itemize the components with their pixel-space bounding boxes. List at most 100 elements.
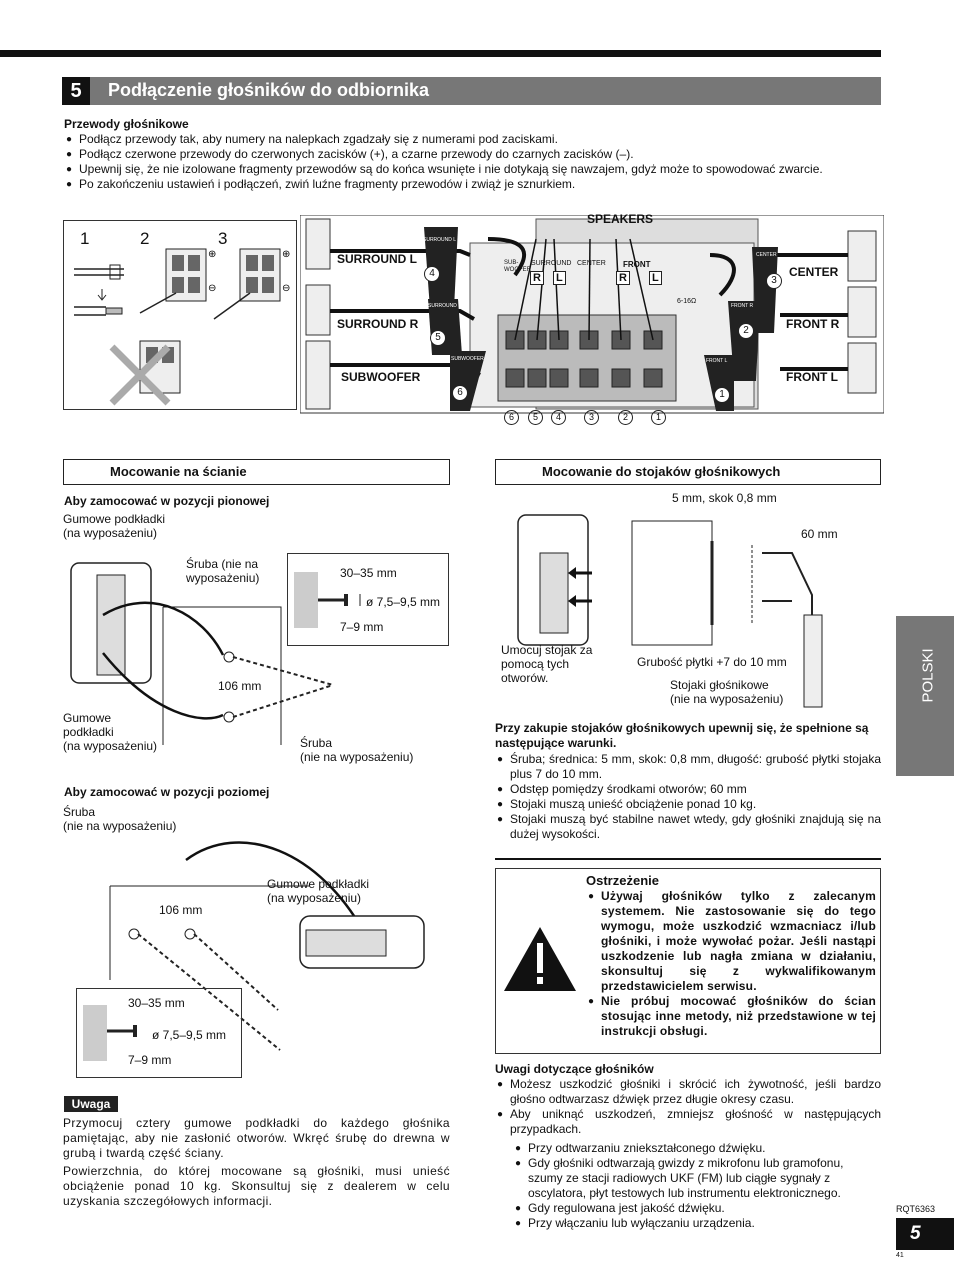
fix-holes-label: Umocuj stojak za pomocą tych otworów. <box>501 643 593 685</box>
svg-text:⊕: ⊕ <box>282 249 290 260</box>
wire-tag: FRONT L <box>706 358 728 364</box>
spacing-h-label: 106 mm <box>159 903 203 917</box>
terminal-num: 3 <box>584 410 599 425</box>
warning-list: Używaj głośników tylko z zalecanym syste… <box>586 889 876 1039</box>
cautions-sub-list: Przy odtwarzaniu zniekształconego dźwięk… <box>513 1141 881 1231</box>
screw-detail-drawing-2 <box>83 1005 137 1061</box>
screw-detail-box-2 <box>76 988 242 1078</box>
panel-header: SURROUND <box>531 260 572 267</box>
cautions-list: Możesz uszkodzić głośniki i skrócić ich … <box>495 1077 881 1137</box>
step-3: 3 <box>218 229 228 248</box>
list-item: Stojaki muszą unieść obciążenie ponad 10… <box>495 797 881 812</box>
wire-prep-drawing: ⊕ ⊖ ⊕ ⊖ <box>74 248 290 406</box>
language-label: POLSKI <box>919 648 937 703</box>
svg-text:⊖: ⊖ <box>208 283 216 294</box>
warning-title: Ostrzeżenie <box>586 873 659 888</box>
circle-num: 6 <box>452 385 468 401</box>
rl-label: L <box>553 271 566 285</box>
list-item: Po zakończeniu ustawień i podłączeń, zwi… <box>64 177 884 192</box>
stand-mount-title: Mocowanie do stojaków głośnikowych <box>495 459 881 485</box>
wire-tag: FRONT R <box>731 303 754 309</box>
screw-bottom-label: Śruba (nie na wyposażeniu) <box>300 736 414 764</box>
horizontal-heading: Aby zamocować w pozycji poziomej <box>64 785 270 799</box>
wires-heading: Przewody głośnikowe <box>64 117 189 131</box>
rubber-pads-label: Gumowe podkładki (na wyposażeniu) <box>63 512 166 540</box>
cautions-heading: Uwagi dotyczące głośników <box>495 1062 654 1076</box>
note-text-1: Przymocuj cztery gumowe podkładki do każ… <box>63 1116 450 1160</box>
list-item: Aby uniknąć uszkodzeń, zmniejsz głośność… <box>495 1107 881 1137</box>
page-number: 5 <box>896 1218 954 1250</box>
wire-tag: SURROUND R <box>428 303 462 309</box>
list-item: Przy włączaniu lub wyłączaniu urządzenia… <box>513 1216 881 1231</box>
wire-tag: SUBWOOFER <box>451 356 484 362</box>
list-item: Upewnij się, że nie izolowane fragmenty … <box>64 162 884 177</box>
circle-num: 4 <box>424 266 440 282</box>
depth-label: 30–35 mm <box>340 566 397 580</box>
list-item: Podłącz przewody tak, aby numery na nale… <box>64 132 884 147</box>
depth-label-2: 30–35 mm <box>128 996 185 1010</box>
list-item: Śruba; średnica: 5 mm, skok: 0,8 mm, dłu… <box>495 752 881 782</box>
note-tag: Uwaga <box>64 1096 118 1112</box>
section-header <box>62 77 881 105</box>
screw-top-label: Śruba (nie na wyposażeniu) <box>63 805 177 833</box>
warning-icon <box>504 927 576 991</box>
label-front-l: FRONT L <box>786 370 838 384</box>
conditions-heading: Przy zakupie stojaków głośnikowych upewn… <box>495 721 869 750</box>
wire-prep-figure: 1 2 3 ⊕ ⊖ ⊕ ⊖ <box>63 220 297 410</box>
vertical-heading: Aby zamocować w pozycji pionowej <box>64 494 270 508</box>
stands-label: Stojaki głośnikowe (nie na wyposażeniu) <box>670 678 784 706</box>
list-item: Stojaki muszą być stabilne nawet wtedy, … <box>495 812 881 842</box>
terminal-num: 1 <box>651 410 666 425</box>
conditions-list: Śruba; średnica: 5 mm, skok: 0,8 mm, dłu… <box>495 752 881 842</box>
screw-detail-box <box>287 553 449 646</box>
list-item: Możesz uszkodzić głośniki i skrócić ich … <box>495 1077 881 1107</box>
terminal-num: 4 <box>551 410 566 425</box>
vertical-mount-drawing <box>70 562 334 745</box>
label-front-r: FRONT R <box>786 317 840 331</box>
doc-code: RQT6363 <box>896 1204 936 1214</box>
terminal-num: 5 <box>528 410 543 425</box>
label-surround-l: SURROUND L <box>337 252 417 266</box>
circle-num: 3 <box>766 273 782 289</box>
small-page-number: 41 <box>896 1252 904 1259</box>
note-text-2: Powierzchnia, do której mocowane są głoś… <box>63 1164 450 1208</box>
rubber-pads-left-label: Gumowe podkładki (na wyposażeniu) <box>63 711 158 753</box>
label-surround-r: SURROUND R <box>337 317 419 331</box>
impedance-label: 6-16Ω <box>677 298 697 305</box>
plate-label: Grubość płytki +7 do 10 mm <box>637 655 787 669</box>
list-item: Podłącz czerwone przewody do czerwonych … <box>64 147 884 162</box>
sixty-mm-label: 60 mm <box>801 527 838 541</box>
spacing-label: 106 mm <box>218 679 262 693</box>
circle-num: 5 <box>430 330 446 346</box>
list-item: Używaj głośników tylko z zalecanym syste… <box>586 889 876 994</box>
section-title: Podłączenie głośników do odbiornika <box>108 80 430 100</box>
warning-box: Ostrzeżenie Używaj głośników tylko z zal… <box>495 868 881 1054</box>
list-item: Nie próbuj mocować głośników do ścian st… <box>586 994 876 1039</box>
top-rule <box>0 50 881 57</box>
language-tab: POLSKI <box>896 616 954 776</box>
circle-num: 2 <box>738 323 754 339</box>
divider <box>495 858 881 860</box>
step-2: 2 <box>140 229 150 248</box>
speakers-label: SPEAKERS <box>587 212 654 226</box>
wire-tag: CENTER <box>756 252 777 258</box>
rl-label: L <box>649 271 662 285</box>
circle-num: 1 <box>714 387 730 403</box>
list-item: Odstęp pomiędzy środkami otworów; 60 mm <box>495 782 881 797</box>
protrusion-label-2: 7–9 mm <box>128 1053 172 1067</box>
label-center: CENTER <box>789 265 839 279</box>
terminal-num: 6 <box>504 410 519 425</box>
step-1: 1 <box>80 229 90 248</box>
screw-spec-label: 5 mm, skok 0,8 mm <box>672 491 777 505</box>
horizontal-mount-drawing <box>109 841 425 1051</box>
stand-drawing <box>517 514 823 708</box>
panel-header: FRONT <box>623 260 651 269</box>
connection-diagram <box>300 215 884 414</box>
screw-label: Śruba (nie na wyposażeniu) <box>186 557 260 585</box>
rl-label: R <box>530 271 544 285</box>
list-item: Przy odtwarzaniu zniekształconego dźwięk… <box>513 1141 881 1156</box>
list-item: Gdy regulowana jest jakość dźwięku. <box>513 1201 881 1216</box>
terminal-num: 2 <box>618 410 633 425</box>
section-number: 5 <box>62 77 90 105</box>
panel-header: SUB- WOOFER <box>504 260 531 273</box>
